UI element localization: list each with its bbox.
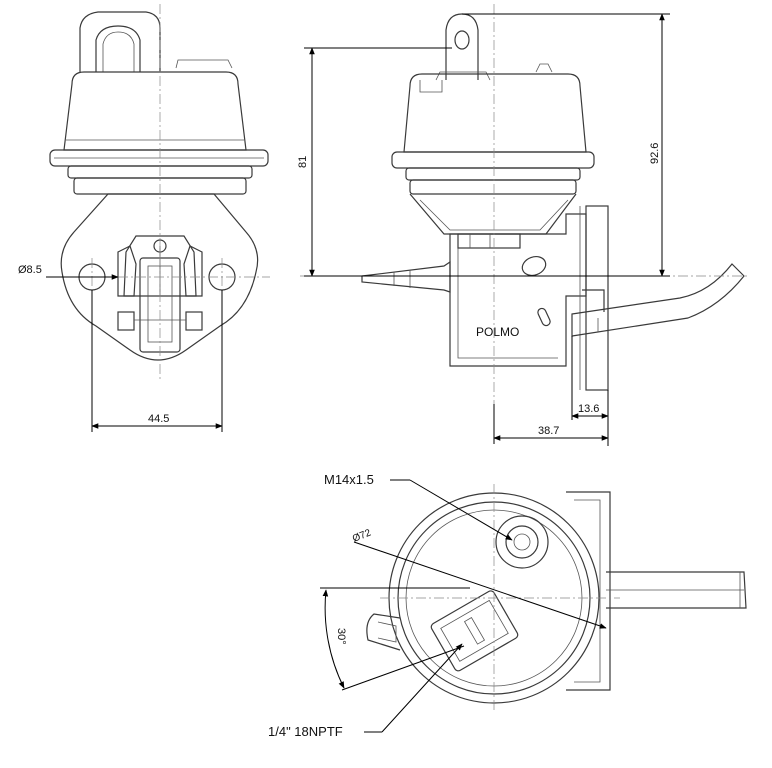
top-inlet-fitting	[430, 590, 519, 672]
side-top-eye	[445, 13, 479, 80]
side-mounting-flange	[585, 205, 609, 391]
side-height-total-label: 92.6	[649, 143, 661, 164]
front-hole-diameter-label: Ø8.5	[18, 264, 42, 276]
side-view: POLMO 81 92.6 13.6 38.7	[297, 4, 750, 446]
brand-label: POLMO	[476, 325, 519, 339]
top-diameter-label: Ø72	[351, 527, 373, 544]
front-cover	[63, 71, 247, 151]
top-angle-label: 30°	[335, 628, 347, 645]
front-hole-spacing-label: 44.5	[148, 413, 169, 425]
front-top-loop	[79, 11, 161, 72]
side-actuating-lever	[571, 263, 745, 337]
top-outlet-thread-label: M14x1.5	[324, 472, 374, 487]
side-height-body-label: 81	[297, 156, 309, 168]
top-inlet-thread-label: 1/4" 18NPTF	[268, 724, 343, 739]
front-view: Ø8.5 44.5	[18, 4, 270, 432]
side-flange-thickness-label: 13.6	[578, 403, 599, 415]
top-view: Ø72 30° M14x1.5 1/4" 18NPTF	[268, 472, 747, 739]
side-inlet-fitting	[361, 260, 451, 293]
side-body-depth-label: 38.7	[538, 425, 559, 437]
side-cover	[403, 73, 587, 153]
front-mounting-flange	[60, 193, 259, 361]
top-outlet-fitting	[495, 515, 549, 569]
top-lever	[606, 571, 747, 609]
top-mounting-flange	[566, 491, 611, 691]
